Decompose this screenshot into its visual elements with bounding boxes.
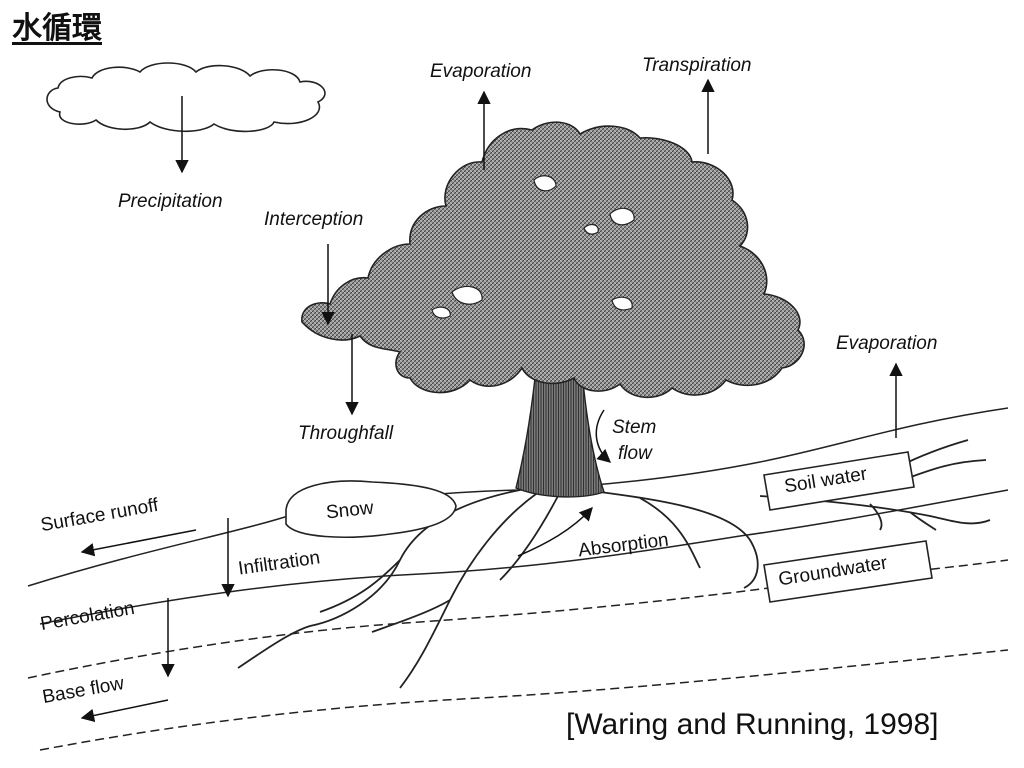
stem-flow-arrow — [595, 409, 612, 463]
groundwater-line — [27, 559, 1009, 679]
tree-canopy — [301, 121, 805, 399]
cloud-shape — [46, 62, 326, 133]
flow-label: flow — [618, 443, 652, 464]
base-flow-arrow — [80, 699, 169, 723]
transpiration-label: Transpiration — [642, 55, 752, 76]
soil-water-box — [763, 451, 915, 511]
deep-line — [39, 649, 1009, 751]
precipitation-label: Precipitation — [118, 191, 223, 212]
surface-runoff-arrow — [80, 529, 197, 557]
interception-label: Interception — [264, 209, 364, 230]
snow-label: Snow — [325, 497, 375, 524]
stem-label: Stem — [612, 417, 657, 438]
evaporation-canopy-label: Evaporation — [430, 61, 532, 82]
throughfall-label: Throughfall — [298, 423, 394, 444]
groundwater-box — [763, 540, 933, 603]
absorption-arrow — [517, 507, 593, 557]
page-title: 水循環 — [12, 12, 102, 45]
canopy-gaps — [431, 175, 635, 319]
snow-mound — [285, 480, 457, 538]
evaporation-soil-label: Evaporation — [836, 333, 938, 354]
citation-text: [Waring and Running, 1998] — [566, 708, 939, 741]
